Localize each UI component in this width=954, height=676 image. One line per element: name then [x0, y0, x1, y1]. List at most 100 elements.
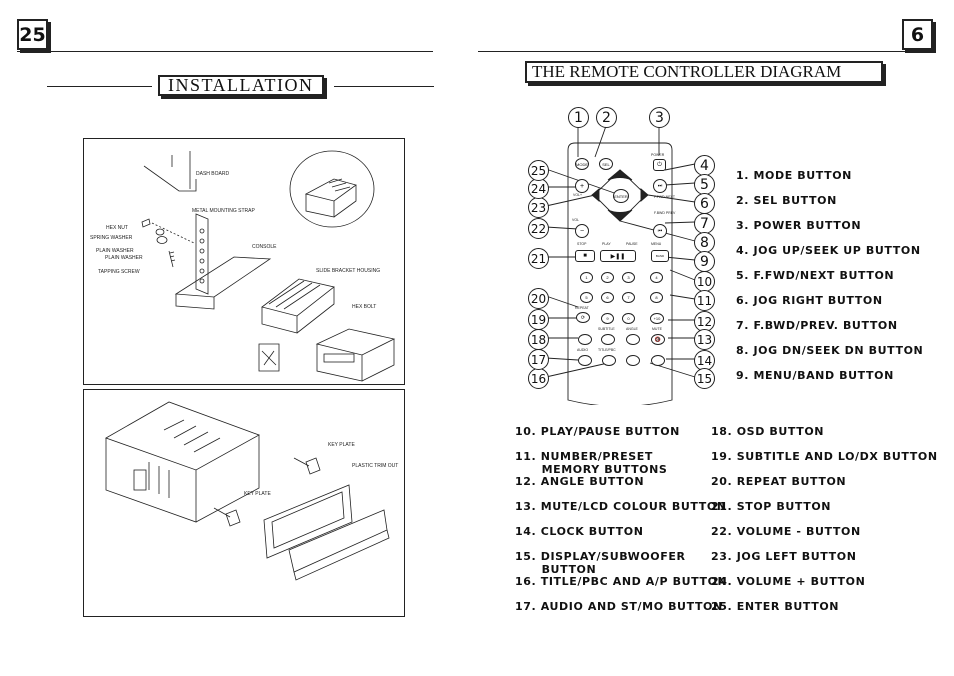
list-item-9: 9. MENU/BAND BUTTON: [736, 369, 894, 382]
callout-10: 10: [694, 271, 715, 292]
remote-vol-minus-button[interactable]: −: [575, 224, 589, 238]
page-number-left: 25: [17, 19, 48, 50]
remote-drawing: [545, 125, 696, 405]
callout-22: 22: [528, 218, 549, 239]
callout-15: 15: [694, 368, 715, 389]
list-item-8: 8. JOG DN/SEEK DN BUTTON: [736, 344, 924, 357]
installation-drawing-1: [141, 150, 396, 382]
callout-23: 23: [528, 197, 549, 218]
remote-play-pause-button[interactable]: ▶❚❚: [600, 250, 636, 262]
remote-num-3[interactable]: 3: [622, 272, 635, 283]
callout-21: 21: [528, 248, 549, 269]
label-slide-bracket: SLIDE BRACKET HOUSING: [316, 268, 381, 274]
label-spring-washer: SPRING WASHER: [90, 235, 133, 241]
remote-num-1[interactable]: 1: [580, 272, 593, 283]
list-item-6: 6. JOG RIGHT BUTTON: [736, 294, 883, 307]
callout-25: 25: [528, 160, 549, 181]
remote-num-4[interactable]: 4: [650, 272, 663, 283]
remote-diagram: 1 2 3 4 5 6 7 8 9 10 11 12 13 14 15 16 1…: [520, 105, 720, 405]
callout-16: 16: [528, 368, 549, 389]
remote-vol-label: VOL: [572, 218, 580, 222]
remote-stop-button[interactable]: ■: [575, 250, 595, 262]
remote-num-5[interactable]: 5: [580, 292, 593, 303]
remote-pause-label: PAUSE: [626, 242, 638, 246]
callout-19: 19: [528, 309, 549, 330]
list-item-23: 23. JOG LEFT BUTTON: [711, 550, 857, 563]
remote-title-pbc-button[interactable]: [602, 355, 616, 366]
remote-next-button[interactable]: ⏭: [653, 179, 667, 193]
list-item-15: 15. DISPLAY/SUBWOOFER BUTTON: [515, 550, 686, 576]
remote-osd-button[interactable]: [578, 334, 592, 345]
callout-1: 1: [568, 107, 589, 128]
remote-power-label: POWER: [651, 153, 665, 157]
remote-num-0[interactable]: 0: [622, 313, 635, 324]
list-item-14: 14. CLOCK BUTTON: [515, 525, 644, 538]
remote-subtitle-button[interactable]: [601, 334, 615, 345]
remote-num-8[interactable]: 8: [650, 292, 663, 303]
list-item-17: 17. AUDIO AND ST/MO BUTTON: [515, 600, 723, 613]
remote-enter-button[interactable]: ENTER: [613, 189, 629, 203]
remote-num-6[interactable]: 6: [601, 292, 614, 303]
list-item-5: 5. F.FWD/NEXT BUTTON: [736, 269, 895, 282]
list-item-19: 19. SUBTITLE AND LO/DX BUTTON: [711, 450, 938, 463]
label-key-plate-1: KEY PLATE: [328, 442, 355, 448]
remote-power-button[interactable]: ⏻: [653, 159, 666, 171]
remote-mode-button[interactable]: MODE: [575, 158, 589, 170]
remote-num-7[interactable]: 7: [622, 292, 635, 303]
callout-3: 3: [649, 107, 670, 128]
remote-vol-plus-label: VOL+: [573, 193, 583, 197]
remote-stop-label: STOP: [577, 242, 587, 246]
list-item-11: 11. NUMBER/PRESET MEMORY BUTTONS: [515, 450, 668, 476]
remote-subtitle-label: SUBTITLE: [598, 327, 615, 331]
installation-title: INSTALLATION: [158, 75, 324, 96]
remote-display-button[interactable]: [626, 355, 640, 366]
remote-play-label: PLAY: [602, 242, 611, 246]
label-metal-strap: METAL MOUNTING STRAP: [192, 208, 255, 214]
label-tapping-screw: TAPPING SCREW: [98, 269, 140, 275]
label-plain-washer-2: PLAIN WASHER: [105, 255, 143, 261]
remote-menu-band-button[interactable]: BAND: [651, 250, 669, 262]
callout-11: 11: [694, 290, 715, 311]
callout-24: 24: [528, 178, 549, 199]
remote-num-9[interactable]: 9: [601, 313, 614, 324]
remote-mute-button[interactable]: 🔇: [651, 334, 665, 345]
remote-repeat-button[interactable]: ⟳: [576, 312, 590, 323]
remote-audio-label: AUDIO: [577, 348, 589, 352]
label-hex-nut: HEX NUT: [106, 225, 128, 231]
label-plastic-trim: PLASTIC TRIM OUT: [352, 463, 399, 469]
remote-prev-label: F.BWD PREV: [654, 211, 676, 215]
callout-4: 4: [694, 155, 715, 176]
label-console: CONSOLE: [252, 244, 277, 250]
list-item-10: 10. PLAY/PAUSE BUTTON: [515, 425, 680, 438]
remote-num-2[interactable]: 2: [601, 272, 614, 283]
remote-audio-button[interactable]: [578, 355, 592, 366]
list-item-21: 21. STOP BUTTON: [711, 500, 832, 513]
page-number-right: 6: [902, 19, 933, 50]
installation-drawing-2: [105, 401, 390, 581]
remote-mute-label: MUTE: [652, 327, 662, 331]
list-item-3: 3. POWER BUTTON: [736, 219, 862, 232]
list-item-24: 24. VOLUME + BUTTON: [711, 575, 866, 588]
callout-20: 20: [528, 288, 549, 309]
remote-vol-plus-button[interactable]: +: [575, 179, 589, 193]
callout-17: 17: [528, 349, 549, 370]
callout-6: 6: [694, 193, 715, 214]
label-hex-bolt: HEX BOLT: [352, 304, 377, 310]
callout-9: 9: [694, 251, 715, 272]
remote-num-plus10[interactable]: +10: [650, 313, 664, 324]
remote-sel-button[interactable]: SEL: [599, 158, 613, 170]
label-key-plate-2: KEY PLATE: [244, 491, 271, 497]
callout-13: 13: [694, 329, 715, 350]
header-rule-right: [478, 51, 932, 52]
title-rule-left: [47, 86, 152, 87]
callout-8: 8: [694, 232, 715, 253]
remote-prev-button[interactable]: ⏮: [653, 224, 667, 238]
list-item-4: 4. JOG UP/SEEK UP BUTTON: [736, 244, 921, 257]
callout-7: 7: [694, 213, 715, 234]
callout-2: 2: [596, 107, 617, 128]
remote-clock-button[interactable]: [651, 355, 665, 366]
remote-angle-button[interactable]: [626, 334, 640, 345]
list-item-25: 25. ENTER BUTTON: [711, 600, 840, 613]
list-item-13: 13. MUTE/LCD COLOUR BUTTON: [515, 500, 727, 513]
callout-5: 5: [694, 174, 715, 195]
